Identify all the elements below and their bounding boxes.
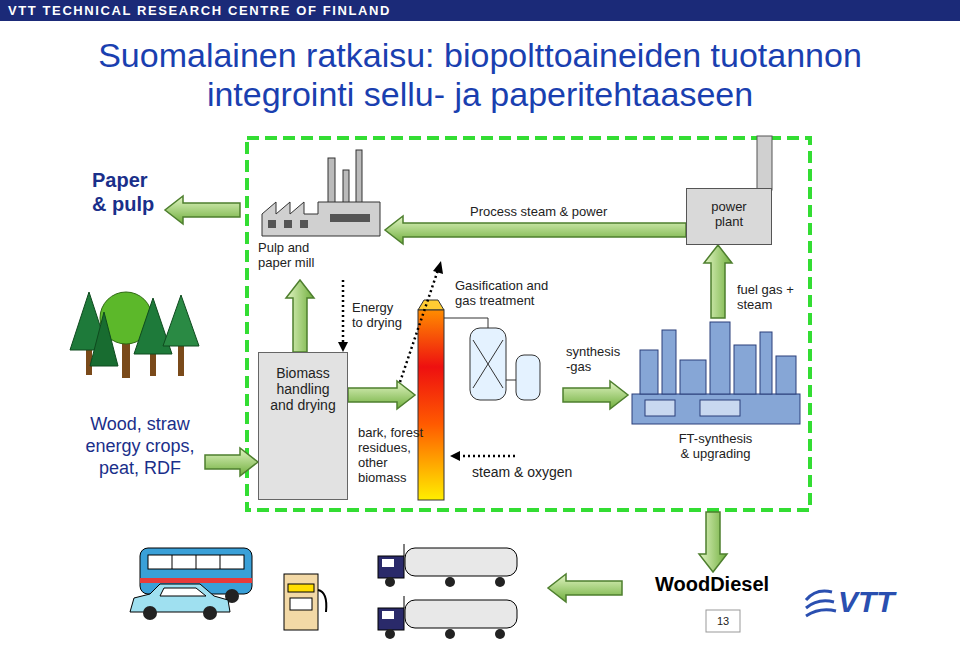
ft-plant-node: FT-synthesis & upgrading (628, 318, 803, 468)
dotted-connector (338, 280, 348, 352)
factory-icon (262, 150, 380, 236)
header-bar (0, 0, 960, 21)
block-arrow (286, 280, 314, 352)
vehicles-icon (130, 548, 252, 620)
feedstock-label: Wood, straw energy crops, peat, RDF (75, 413, 205, 479)
integration-frame (247, 138, 810, 510)
block-arrow (563, 381, 628, 409)
block-arrow (385, 216, 686, 244)
edge-label: fuel gas + steam (737, 282, 797, 312)
edge-label: Energy to drying (352, 300, 404, 330)
tanker-truck-icon (378, 544, 517, 639)
header-text: VTT TECHNICAL RESEARCH CENTRE OF FINLAND (8, 3, 391, 18)
node-text: FT-synthesis & upgrading (673, 431, 758, 461)
product-label: WoodDiesel (655, 572, 769, 596)
node-text: Gasification and gas treatment (455, 278, 563, 308)
block-arrow (348, 381, 415, 409)
output-label: Paper & pulp (92, 168, 167, 216)
input-label: steam & oxygen (472, 464, 572, 480)
edge-label: bark, forest residues, other biomass (358, 425, 424, 485)
edge-label: Process steam & power (470, 204, 607, 219)
chimney (757, 136, 772, 190)
node-text: power plant (703, 199, 755, 229)
fuel-pump-icon (284, 574, 326, 630)
mill-node: Pulp and paper mill (255, 148, 385, 280)
page-number: 13 (706, 614, 740, 628)
block-arrow (704, 245, 732, 318)
gasifier-node: Gasification and gas treatment (415, 278, 563, 505)
process-box: Biomass handling and drying (258, 352, 348, 500)
slide-title: Suomalainen ratkaisu: biopolttoaineiden … (40, 36, 920, 114)
page-number-box (706, 610, 740, 632)
forest-icon (70, 292, 199, 378)
logo-swoosh (806, 591, 836, 616)
logo-text: VTT (838, 586, 895, 618)
node-text: Biomass handling and drying (266, 365, 340, 413)
power-plant-box: power plant (686, 188, 772, 245)
node-text: Pulp and paper mill (258, 240, 328, 270)
edge-label: synthesis -gas (566, 344, 628, 374)
ft-plant-icon (632, 322, 800, 424)
flow-arrow (165, 196, 727, 602)
